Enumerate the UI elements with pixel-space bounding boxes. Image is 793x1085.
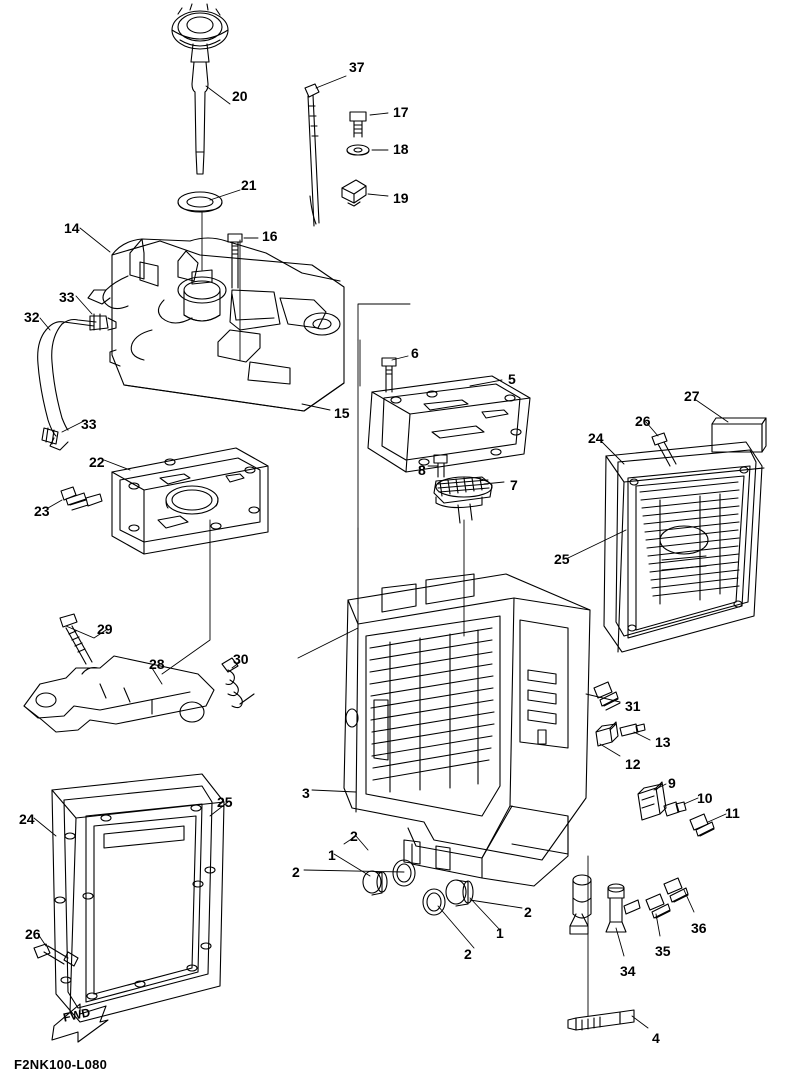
part-bolt-10	[663, 801, 687, 817]
part-bolt-36	[663, 877, 689, 903]
part-dowel-1-left	[362, 870, 388, 896]
callout-number-34: 34	[620, 963, 636, 979]
part-label-27	[711, 417, 767, 453]
part-oring-2-left	[392, 859, 416, 887]
callout-number-13: 13	[655, 734, 671, 750]
callout-number-3: 3	[302, 785, 310, 801]
callout-number-1b: 1	[496, 925, 504, 941]
callout-number-28: 28	[149, 656, 165, 672]
part-cover-plate-5	[367, 375, 531, 473]
callout-number-7: 7	[510, 477, 518, 493]
part-bolt-29	[59, 613, 93, 665]
part-cylinder-block-3	[343, 573, 592, 935]
part-gasket-25-left	[54, 803, 216, 1003]
callout-number-5: 5	[508, 371, 516, 387]
part-dowel-1-right	[445, 879, 474, 907]
part-gasket-22	[111, 447, 269, 555]
part-fitting-34	[605, 883, 641, 933]
part-bolt-6	[381, 357, 397, 393]
callout-number-25b: 25	[217, 794, 233, 810]
callout-number-37: 37	[349, 59, 365, 75]
callout-number-26b: 26	[25, 926, 41, 942]
part-bolt-26-upper	[651, 432, 677, 467]
callout-number-27: 27	[684, 388, 700, 404]
callout-number-2c: 2	[524, 904, 532, 920]
leader-lines	[33, 75, 729, 1029]
callout-number-2a: 2	[350, 828, 358, 844]
part-washer-18	[346, 144, 370, 156]
callout-number-18: 18	[393, 141, 409, 157]
part-bolt-35	[645, 893, 671, 919]
callout-number-36: 36	[691, 920, 707, 936]
callout-number-19: 19	[393, 190, 409, 206]
callout-number-31: 31	[625, 698, 641, 714]
callout-number-23: 23	[34, 503, 50, 519]
part-bracket-9	[637, 781, 667, 821]
part-cover-24-right	[603, 441, 765, 653]
callout-number-21: 21	[241, 177, 257, 193]
callout-number-24a: 24	[588, 430, 604, 446]
part-dipstick-20	[171, 3, 229, 175]
callout-number-10: 10	[697, 790, 713, 806]
part-bolt-4	[567, 1009, 635, 1031]
fwd-arrow-marker	[51, 1003, 109, 1043]
callout-number-33a: 33	[59, 289, 75, 305]
callout-number-17: 17	[393, 104, 409, 120]
part-bolt-31	[593, 681, 621, 711]
callout-number-26a: 26	[635, 413, 651, 429]
callout-number-1a: 1	[328, 847, 336, 863]
part-bolt-23	[60, 486, 103, 511]
part-long-bolt-37	[304, 83, 320, 227]
part-oil-pan-14	[87, 237, 345, 412]
callout-number-14: 14	[64, 220, 80, 236]
callout-number-2d: 2	[464, 946, 472, 962]
callout-number-8: 8	[418, 462, 426, 478]
callout-number-20: 20	[232, 88, 248, 104]
part-hose-clamp-33-lower	[41, 427, 59, 445]
callout-number-22: 22	[89, 454, 105, 470]
part-bolt-11	[689, 813, 715, 837]
part-hose-clamp-33-upper	[89, 313, 117, 331]
callout-number-12: 12	[625, 756, 641, 772]
callout-number-2b: 2	[292, 864, 300, 880]
callout-number-35: 35	[655, 943, 671, 959]
callout-number-33b: 33	[81, 416, 97, 432]
callout-number-6: 6	[411, 345, 419, 361]
part-oring-2-right	[422, 888, 446, 916]
callout-number-9: 9	[668, 775, 676, 791]
callout-number-4: 4	[652, 1030, 660, 1046]
part-bolt-16	[227, 233, 243, 289]
part-bolt-17	[349, 111, 367, 138]
callout-number-16: 16	[262, 228, 278, 244]
part-fitting-12	[595, 721, 619, 747]
part-bolt-13	[619, 723, 646, 737]
callout-number-15: 15	[334, 405, 350, 421]
part-stud-30	[221, 657, 255, 709]
callout-number-24b: 24	[19, 811, 35, 827]
callout-number-25a: 25	[554, 551, 570, 567]
part-bracket-28	[23, 655, 215, 733]
diagram-code-label: F2NK100-L080	[14, 1057, 108, 1072]
callout-number-29: 29	[97, 621, 113, 637]
part-oring-21	[177, 191, 223, 213]
part-clamp-19	[341, 179, 367, 207]
callout-number-11: 11	[725, 805, 740, 821]
callout-number-30: 30	[233, 651, 249, 667]
part-oil-strainer-7	[433, 476, 493, 524]
callout-number-32: 32	[24, 309, 40, 325]
part-bolt-26-lower	[33, 943, 79, 967]
part-gasket-25-right	[627, 465, 751, 639]
part-bolt-8	[433, 454, 448, 478]
